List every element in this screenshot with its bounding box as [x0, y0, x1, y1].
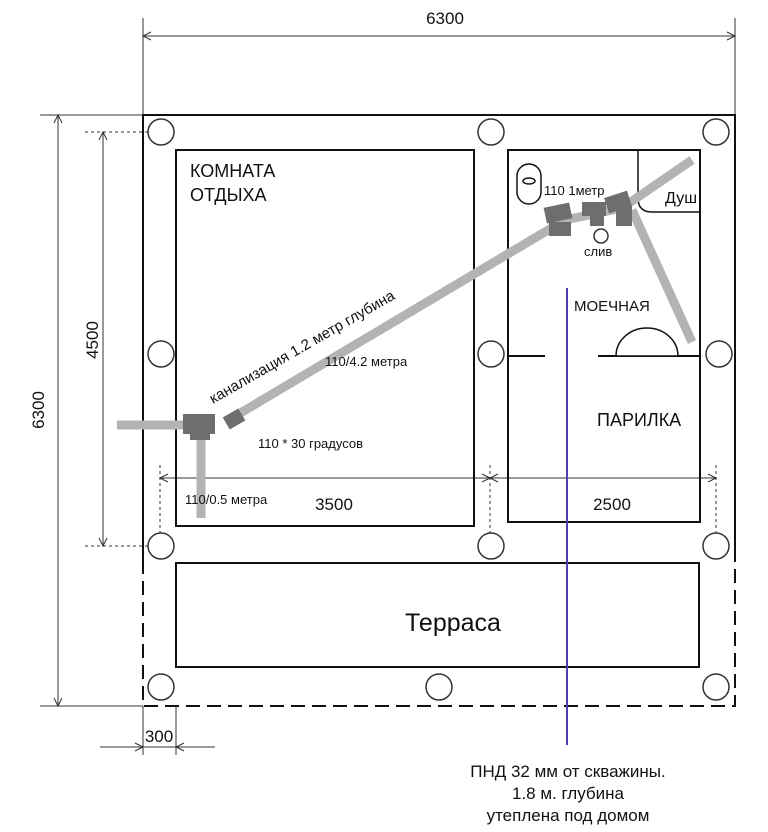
dimension-left-label: 6300 — [29, 391, 48, 429]
toilet-icon — [516, 163, 542, 205]
pipe-outlet-label: 110/0.5 метра — [185, 492, 268, 507]
post — [702, 118, 730, 146]
dimension-top-label: 6300 — [426, 9, 464, 28]
post — [147, 673, 175, 701]
main-pipe-label: канализация 1.2 метр глубина — [207, 287, 399, 408]
post — [425, 673, 453, 701]
terrace-label: Терраса — [405, 609, 501, 637]
pipe-fittings — [183, 190, 632, 440]
rest-room-label-2: ОТДЫХА — [190, 185, 267, 205]
post — [147, 340, 175, 368]
post — [477, 340, 505, 368]
rest-room-label-1: КОМНАТА — [190, 161, 275, 181]
pipe-short-label: 110 1метр — [544, 183, 605, 198]
water-note-line1: ПНД 32 мм от скважины. — [470, 762, 665, 781]
terrace-area — [175, 562, 700, 668]
steam-room-label: ПАРИЛКА — [597, 410, 681, 430]
washroom-label: МОЕЧНАЯ — [574, 298, 650, 315]
water-note-line3: утеплена под домом — [487, 806, 650, 825]
post — [147, 118, 175, 146]
post — [702, 532, 730, 560]
dimension-inner-label: 4500 — [83, 321, 102, 359]
rest-room — [175, 149, 475, 527]
shower-label: Душ — [665, 190, 697, 207]
stove-icon — [615, 327, 679, 357]
building-walls — [142, 114, 736, 707]
post — [702, 673, 730, 701]
drain-icon — [593, 228, 609, 244]
post — [147, 532, 175, 560]
post — [477, 118, 505, 146]
water-note-line2: 1.8 м. глубина — [512, 784, 625, 803]
post — [705, 340, 733, 368]
pipe-long-label: 110/4.2 метра — [325, 354, 408, 369]
dimension-post-offset — [100, 706, 215, 755]
foundation-posts — [147, 118, 733, 701]
dimension-room-widths — [158, 465, 718, 540]
dimension-left — [40, 113, 143, 708]
dimension-room-right-label: 2500 — [593, 495, 631, 514]
dimension-post-offset-label: 300 — [145, 727, 173, 746]
dimension-top — [141, 18, 737, 115]
post — [477, 532, 505, 560]
dimension-room-left-label: 3500 — [315, 495, 353, 514]
drain-label: слив — [584, 244, 612, 259]
pipe-angle-label: 110 * 30 градусов — [258, 436, 363, 451]
